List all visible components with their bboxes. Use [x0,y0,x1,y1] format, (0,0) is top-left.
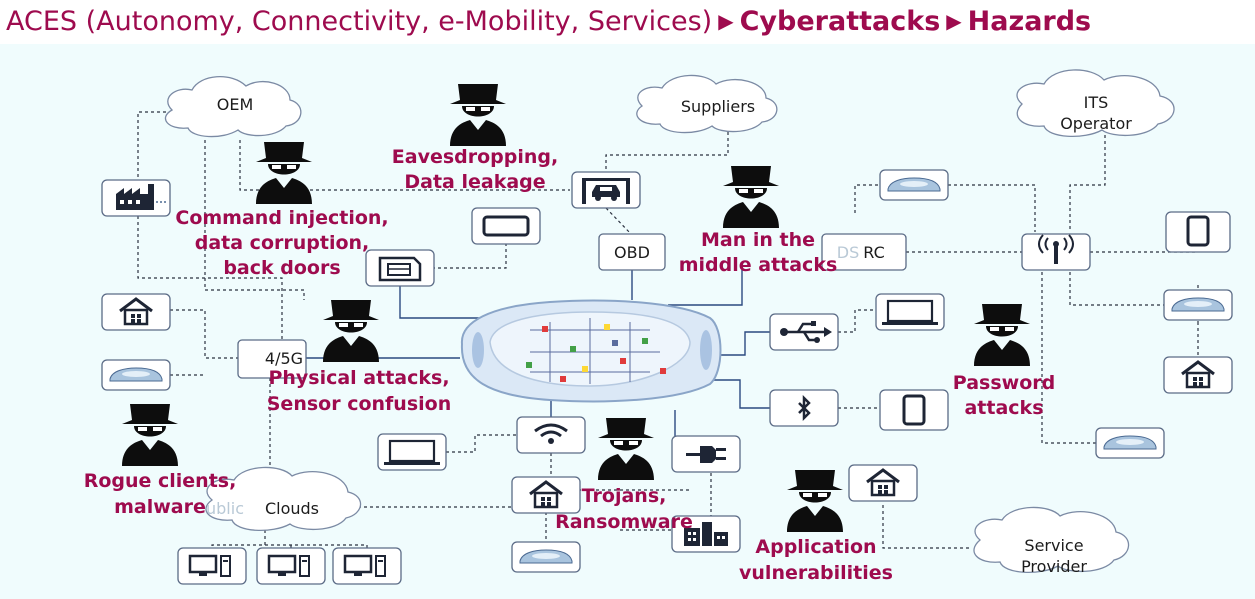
threat-label: data corruption, [195,232,370,254]
cloud-oem: OEM [164,75,302,138]
threat-label: Application [755,536,876,558]
cloud-suppliers: Suppliers [636,74,778,134]
hacker-icon [256,142,312,204]
obd-label: OBD [614,243,650,262]
g45-box: 4/5G [237,339,307,379]
clouds-ghost-label: ublic [206,499,244,518]
threat-label: Data leakage [404,171,545,193]
car-icon [879,169,949,201]
bluetooth-icon [769,389,839,427]
threat-label: Sensor confusion [267,393,451,415]
car-icon [1163,289,1233,321]
threat-physical: Physical attacks, Sensor confusion [267,367,451,415]
its-label-1: ITS [1084,93,1109,112]
clouds-label: Clouds [265,499,319,518]
threat-label: Password [953,372,1055,394]
house-icon [510,475,582,515]
threat-mitm: Man in the middle attacks [679,229,838,276]
house-icon [1162,355,1234,395]
threat-command-injection: Command injection, data corruption, back… [175,207,388,279]
house-icon [847,463,919,503]
title-arrow-1: ▶ [718,9,734,33]
threat-label: Eavesdropping, [392,146,558,168]
tablet-icon [879,389,949,431]
car-lift-icon [571,171,641,209]
title-hazards: Hazards [967,6,1092,37]
plug-icon [671,435,741,473]
title-arrow-2: ▶ [946,9,962,33]
page-title: ACES (Autonomy, Connectivity, e-Mobility… [6,2,1091,42]
dsrc-box: DS RC [821,233,907,271]
threat-label: Trojans, [582,485,667,507]
hacker-icon [122,404,178,466]
monitor-icon [176,546,248,586]
monitor-icon [255,546,327,586]
obd-box: OBD [598,233,666,271]
dsrc-label: RC [863,243,885,262]
phone-icon [471,207,541,245]
car-icon [511,541,581,573]
threat-label: Physical attacks, [268,367,449,389]
its-label-2: Operator [1060,114,1132,133]
service-label-1: Service [1024,536,1083,555]
hacker-icon [974,304,1030,366]
title-aces: ACES (Autonomy, Connectivity, e-Mobility… [6,6,713,37]
threat-label: malware [114,496,206,518]
hacker-icon [598,418,654,480]
factory-icon [101,179,171,217]
threat-password: Password attacks [953,372,1055,419]
monitor-icon [331,546,403,586]
cloud-service-provider: Service Provider [973,506,1130,576]
threat-application: Application vulnerabilities [739,536,893,584]
threat-label: middle attacks [679,254,838,276]
sim-card-icon [365,249,435,287]
house-icon [100,292,172,332]
threat-label: Man in the [701,229,815,251]
laptop-icon [376,432,448,472]
threat-label: Command injection, [175,207,388,229]
threat-eavesdropping: Eavesdropping, Data leakage [392,146,558,193]
cloud-its-operator: ITS Operator [1016,69,1175,138]
hacker-icon [787,470,843,532]
hacker-icon [723,166,779,228]
connected-car [460,299,722,403]
threat-rogue-clients: Rogue clients, malware [84,470,237,518]
hacker-icon [323,300,379,362]
oem-label: OEM [217,95,254,114]
threat-label: back doors [223,257,340,279]
wifi-icon [516,416,586,454]
threat-trojans: Trojans, Ransomware [555,485,693,533]
usb-icon [769,313,839,351]
building-icon [671,515,741,553]
threat-label: vulnerabilities [739,562,893,584]
threat-label: attacks [964,397,1043,419]
g45-label: 4/5G [265,349,303,368]
laptop-icon [874,292,946,332]
threat-label: Rogue clients, [84,470,237,492]
hacker-icon [450,84,506,146]
suppliers-label: Suppliers [681,97,755,116]
car-icon [101,359,171,391]
cloud-public-clouds: ublic Clouds [205,466,362,532]
tablet-icon [1165,211,1231,253]
service-label-2: Provider [1021,557,1087,576]
dsrc-ghost-label: DS [837,243,859,262]
car-icon [1095,427,1165,459]
antenna-icon [1021,233,1091,271]
title-cyberattacks: Cyberattacks [739,6,941,37]
threat-label: Ransomware [555,511,693,533]
